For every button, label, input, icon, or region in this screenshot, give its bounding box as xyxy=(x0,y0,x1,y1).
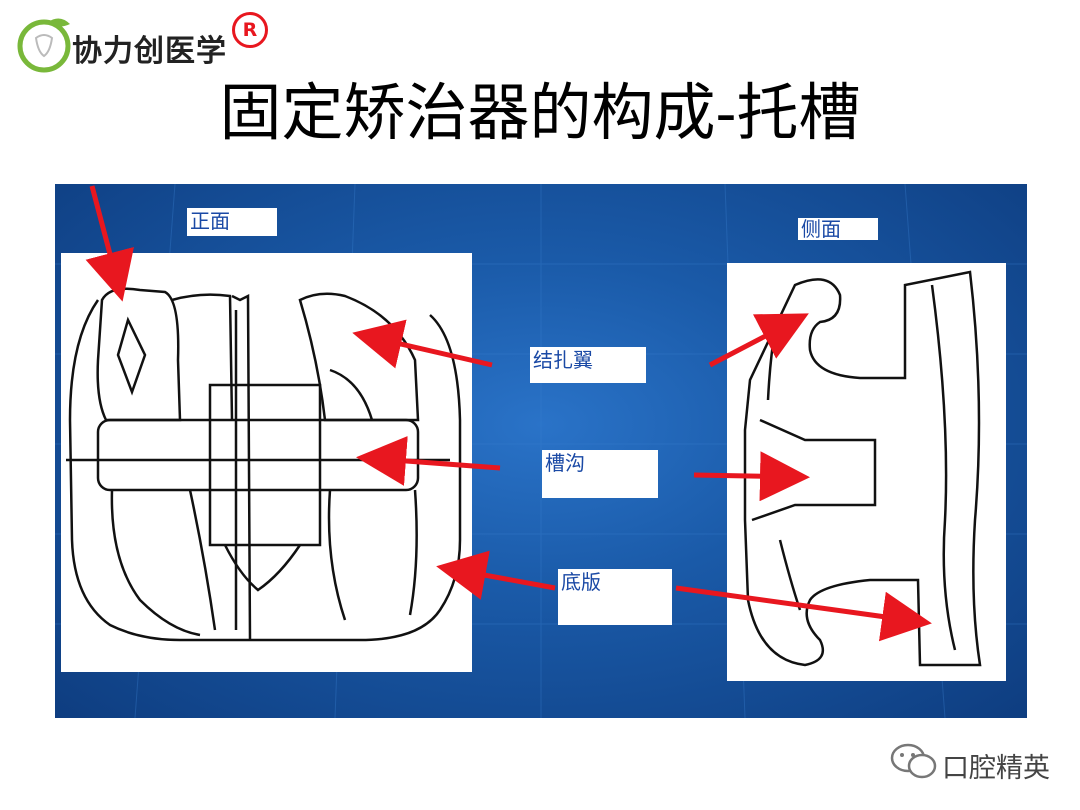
side-view-box xyxy=(727,263,1006,681)
base-label: 底版 xyxy=(558,569,672,625)
front-view-box xyxy=(61,253,472,672)
side-label: 侧面 xyxy=(798,218,878,240)
wings-label: 结扎翼 xyxy=(530,347,646,383)
front-label: 正面 xyxy=(187,208,277,236)
registered-mark: R xyxy=(232,12,268,48)
logo-text: 协力创医学 xyxy=(72,34,227,69)
account-name: 口腔精英 xyxy=(942,753,1050,784)
slide-title: 固定矫治器的构成-托槽 xyxy=(219,76,861,149)
tooth-leaf-icon xyxy=(17,18,71,73)
brand-logo xyxy=(14,12,274,74)
slot-label: 槽沟 xyxy=(542,450,658,498)
wechat-icon xyxy=(890,743,937,779)
